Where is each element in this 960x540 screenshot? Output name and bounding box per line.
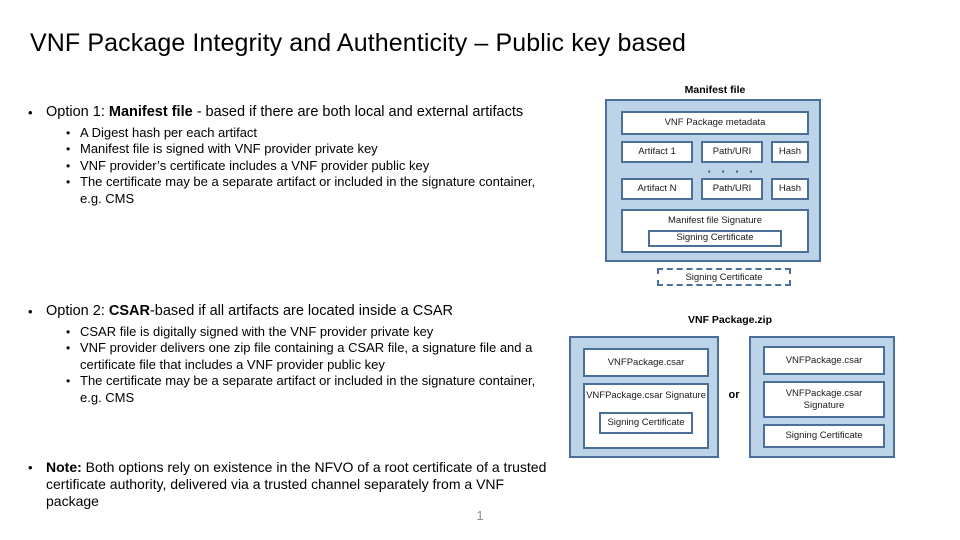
artifact-row-1-hash: Hash: [771, 141, 809, 163]
zip-diagram-label: VNF Package.zip: [687, 314, 773, 326]
bullet-icon: •: [66, 324, 71, 339]
artifact-row-n-hash: Hash: [771, 178, 809, 200]
manifest-signature-label: Manifest file Signature: [668, 215, 762, 226]
or-separator-label: or: [728, 389, 740, 401]
option2-lead-suffix: -based if all artifacts are located insi…: [149, 303, 454, 319]
bullet-icon: •: [66, 158, 71, 173]
page-number: 1: [476, 508, 484, 523]
note-block: • Note: Both options rely on existence i…: [14, 459, 554, 512]
option1-block: • Option 1: Manifest file - based if the…: [14, 104, 554, 207]
list-item: • Manifest file is signed with VNF provi…: [14, 141, 554, 158]
note-text: • Note: Both options rely on existence i…: [14, 459, 554, 510]
zip-left-signature-box: VNFPackage.csar Signature Signing Certif…: [583, 383, 709, 449]
list-item: • A Digest hash per each artifact: [14, 125, 554, 142]
manifest-diagram-label: Manifest file: [684, 84, 746, 96]
zip-left-package-container: VNFPackage.csar VNFPackage.csar Signatur…: [569, 336, 719, 458]
list-item-label: A Digest hash per each artifact: [80, 124, 258, 140]
list-item: • The certificate may be a separate arti…: [14, 174, 554, 207]
manifest-file-container: VNF Package metadata Artifact 1 Path/URI…: [605, 99, 821, 262]
bullet-icon: •: [66, 341, 71, 355]
list-item: • VNF provider delivers one zip file con…: [14, 340, 554, 373]
bullet-icon: •: [28, 304, 33, 319]
zip-right-package-container: VNFPackage.csar VNFPackage.csar Signatur…: [749, 336, 895, 458]
list-item-label: VNF provider delivers one zip file conta…: [80, 340, 533, 372]
list-item-label: The certificate may be a separate artifa…: [80, 174, 536, 206]
list-item-label: Manifest file is signed with VNF provide…: [80, 141, 378, 156]
artifact-row-n-name: Artifact N: [621, 178, 693, 200]
artifact-row-n-path: Path/URI: [701, 178, 763, 200]
zip-left-csar-box: VNFPackage.csar: [583, 348, 709, 377]
list-item: • The certificate may be a separate arti…: [14, 373, 554, 406]
bullet-icon: •: [66, 175, 71, 189]
zip-right-csar-box: VNFPackage.csar: [763, 346, 885, 375]
zip-right-signing-certificate-box: Signing Certificate: [763, 424, 885, 448]
zip-right-signature-box: VNFPackage.csar Signature: [763, 381, 885, 418]
vnf-package-metadata-box: VNF Package metadata: [621, 111, 809, 135]
option1-lead: • Option 1: Manifest file - based if the…: [14, 104, 554, 122]
bullet-icon: •: [66, 374, 71, 388]
note-label: Note:: [46, 459, 82, 475]
bullet-icon: •: [66, 125, 71, 140]
zip-left-signature-label: VNFPackage.csar Signature: [586, 390, 706, 401]
page-title: VNF Package Integrity and Authenticity –…: [30, 29, 687, 57]
artifact-row-1-name: Artifact 1: [621, 141, 693, 163]
artifact-row-1-path: Path/URI: [701, 141, 763, 163]
list-item-label: VNF provider’s certificate includes a VN…: [80, 157, 430, 173]
list-item-label: CSAR file is digitally signed with the V…: [80, 323, 434, 339]
list-item: • VNF provider’s certificate includes a …: [14, 158, 554, 175]
option2-lead-prefix: Option 2:: [46, 303, 109, 319]
option1-lead-suffix: - based if there are both local and exte…: [192, 104, 524, 120]
list-item: • CSAR file is digitally signed with the…: [14, 324, 554, 341]
option1-lead-bold: Manifest file: [108, 104, 193, 120]
bullet-icon: •: [28, 460, 33, 475]
zip-left-signing-certificate-box: Signing Certificate: [599, 411, 693, 434]
bullet-icon: •: [66, 142, 71, 156]
option2-lead: • Option 2: CSAR-based if all artifacts …: [14, 303, 554, 321]
option2-block: • Option 2: CSAR-based if all artifacts …: [14, 303, 554, 406]
bullet-icon: •: [28, 105, 33, 120]
list-item-label: The certificate may be a separate artifa…: [80, 373, 536, 405]
option1-sub-list: • A Digest hash per each artifact • Mani…: [14, 125, 554, 208]
manifest-signature-box: Manifest file Signature Signing Certific…: [621, 209, 809, 253]
option2-sub-list: • CSAR file is digitally signed with the…: [14, 324, 554, 407]
note-body: Both options rely on existence in the NF…: [46, 459, 547, 509]
option1-lead-prefix: Option 1:: [46, 104, 109, 120]
manifest-signing-certificate-box: Signing Certificate: [648, 229, 782, 247]
option2-lead-bold: CSAR: [108, 303, 150, 319]
external-signing-certificate-box: Signing Certificate: [657, 268, 791, 286]
